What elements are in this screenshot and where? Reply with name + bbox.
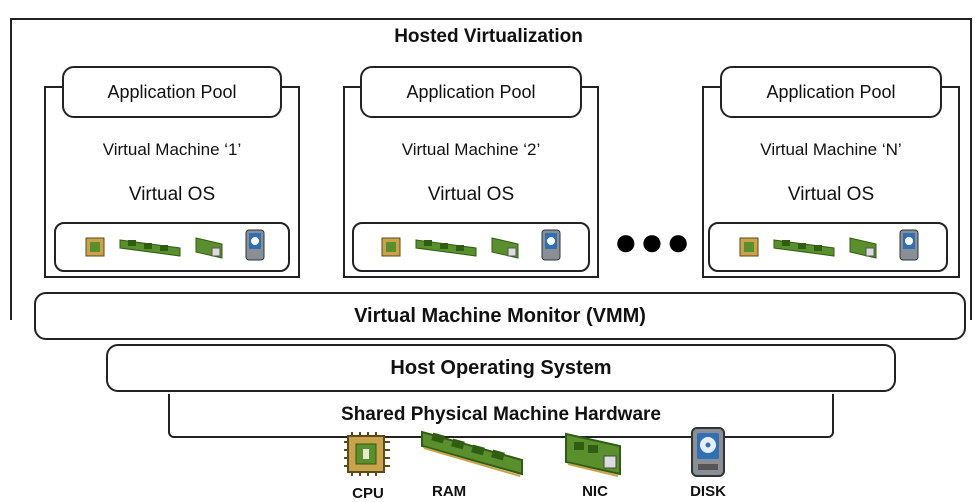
nic-label: NIC [582,483,608,500]
virtual-machine-n-label: Virtual Machine ‘N’ [760,140,902,159]
virtual-machine-1-label: Virtual Machine ‘1’ [102,140,242,159]
cpu-chip-icon [344,432,390,476]
application-pool-label: Application Pool [766,82,896,102]
nic-card-icon [565,432,621,477]
ram-module-icon [119,239,181,257]
host-os-label: Host Operating System [390,357,612,379]
physical-resource-ram: RAM [418,426,526,502]
physical-resource-cpu: CPU [338,428,398,502]
vm-n-top-right-edge [940,86,960,88]
virtual-hardware-2 [352,222,590,272]
virtual-os-1-label: Virtual OS [128,184,216,205]
vm-2-top-right-edge [579,86,599,88]
application-pool-n: Application Pool [720,66,942,118]
cpu-chip-icon [85,237,105,257]
vmm-label: Virtual Machine Monitor (VMM) [354,305,646,327]
virtual-os-n-label: Virtual OS [787,184,875,205]
ram-module-icon [415,239,477,257]
ram-module-icon [421,430,523,477]
ram-label: RAM [432,483,467,500]
vm-n-top-left-edge [702,86,722,88]
virtual-hardware-n [708,222,948,272]
more-machines-ellipsis: ●●● [613,220,693,264]
virtual-hardware-icons-1 [85,229,265,261]
nic-card-icon [195,237,223,259]
nic-card-icon [849,237,877,259]
diagram-title: Hosted Virtualization [394,26,583,47]
virtual-hardware-icons-2 [381,229,561,261]
virtual-os-2-label: Virtual OS [427,184,515,205]
hosted-virtualization-frame [10,18,972,320]
vm-1-top-right-edge [280,86,300,88]
disk-label: DISK [690,483,726,500]
shared-hardware-bracket [168,394,834,438]
disk-drive-icon [899,229,919,261]
shared-hardware-label: Shared Physical Machine Hardware [341,404,661,425]
application-pool-label: Application Pool [406,82,536,102]
application-pool-label: Application Pool [107,82,237,102]
disk-drive-icon [691,427,725,477]
cpu-label: CPU [352,485,384,502]
nic-card-icon [491,237,519,259]
cpu-chip-icon [381,237,401,257]
ram-module-icon [773,239,835,257]
vmm-layer: Virtual Machine Monitor (VMM) [34,292,966,340]
virtual-hardware-1 [54,222,290,272]
disk-drive-icon [541,229,561,261]
physical-resource-nic: NIC [560,430,630,502]
vm-2-top-left-edge [343,86,363,88]
virtual-hardware-icons-n [739,229,919,261]
virtual-machine-2-label: Virtual Machine ‘2’ [401,140,541,159]
vm-1-top-left-edge [44,86,64,88]
host-os-layer: Host Operating System [106,344,896,392]
cpu-chip-icon [739,237,759,257]
application-pool-1: Application Pool [62,66,282,118]
physical-resource-disk: DISK [678,426,738,502]
application-pool-2: Application Pool [360,66,582,118]
disk-drive-icon [245,229,265,261]
